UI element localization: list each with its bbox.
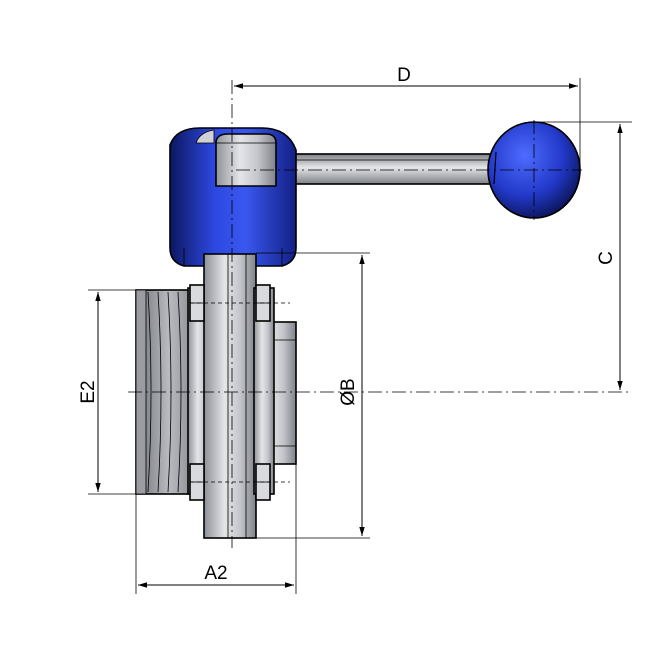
center-lines [128, 80, 632, 548]
dimension-a2-label: A2 [204, 563, 227, 584]
dimension-b-label: ØB [338, 378, 359, 405]
dimension-b: ØB [338, 255, 365, 536]
dimension-d-label: D [397, 65, 411, 86]
dimension-c-label: C [596, 251, 617, 265]
dimension-a2: A2 [138, 563, 294, 588]
valve-flange [187, 253, 275, 539]
flange-bolt-top [189, 284, 290, 322]
dimension-e2: E2 [78, 292, 101, 492]
flange-bolt-bottom [189, 463, 290, 501]
extension-lines [88, 78, 632, 594]
dimension-c: C [596, 124, 623, 390]
handle-body [169, 127, 297, 267]
handle-lever [261, 153, 495, 185]
dimension-e2-label: E2 [78, 380, 99, 403]
dimension-d: D [234, 65, 578, 89]
